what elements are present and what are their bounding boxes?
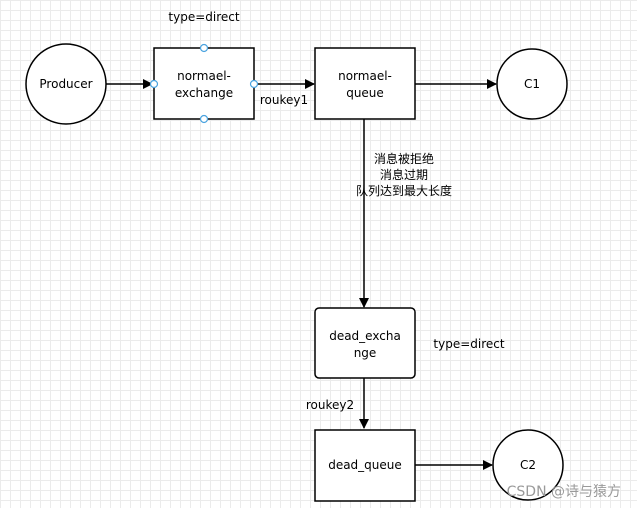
- dead-letter-reason-2: 消息过期: [380, 167, 428, 182]
- producer-label: Producer: [39, 77, 92, 91]
- producer-node[interactable]: Producer: [25, 43, 107, 125]
- normal-exchange-label-line1: normael-: [177, 69, 231, 83]
- anchor-point-right[interactable]: [249, 79, 259, 89]
- normal-queue-label-line2: queue: [346, 86, 384, 100]
- dead-letter-reason-1: 消息被拒绝: [374, 151, 434, 166]
- anchor-point-left[interactable]: [149, 79, 159, 89]
- watermark: CSDN @诗与猿方: [507, 484, 621, 500]
- c1-node[interactable]: C1: [496, 48, 568, 120]
- routing-key-2-label: roukey2: [306, 398, 354, 412]
- exchange-type-label-dead: type=direct: [433, 337, 504, 351]
- c2-node[interactable]: C2: [492, 429, 564, 501]
- normal-exchange-node[interactable]: normael- exchange: [153, 47, 255, 120]
- exchange-type-label-top: type=direct: [168, 10, 239, 24]
- dead-queue-node[interactable]: dead_queue: [314, 429, 416, 502]
- normal-queue-node[interactable]: normael- queue: [314, 47, 416, 120]
- anchor-point-top[interactable]: [199, 43, 209, 53]
- c2-label: C2: [520, 458, 536, 472]
- dead-letter-reason-3: 队列达到最大长度: [356, 183, 452, 198]
- dead-exchange-node[interactable]: dead_excha nge: [314, 307, 416, 379]
- dead-exchange-label-line2: nge: [354, 346, 377, 360]
- c1-label: C1: [524, 77, 540, 91]
- anchor-point-bottom[interactable]: [199, 114, 209, 124]
- normal-queue-label-line1: normael-: [338, 69, 392, 83]
- dead-queue-label: dead_queue: [328, 458, 402, 472]
- routing-key-1-label: roukey1: [260, 93, 308, 107]
- dead-exchange-label-line1: dead_excha: [329, 329, 401, 343]
- normal-exchange-label-line2: exchange: [175, 86, 233, 100]
